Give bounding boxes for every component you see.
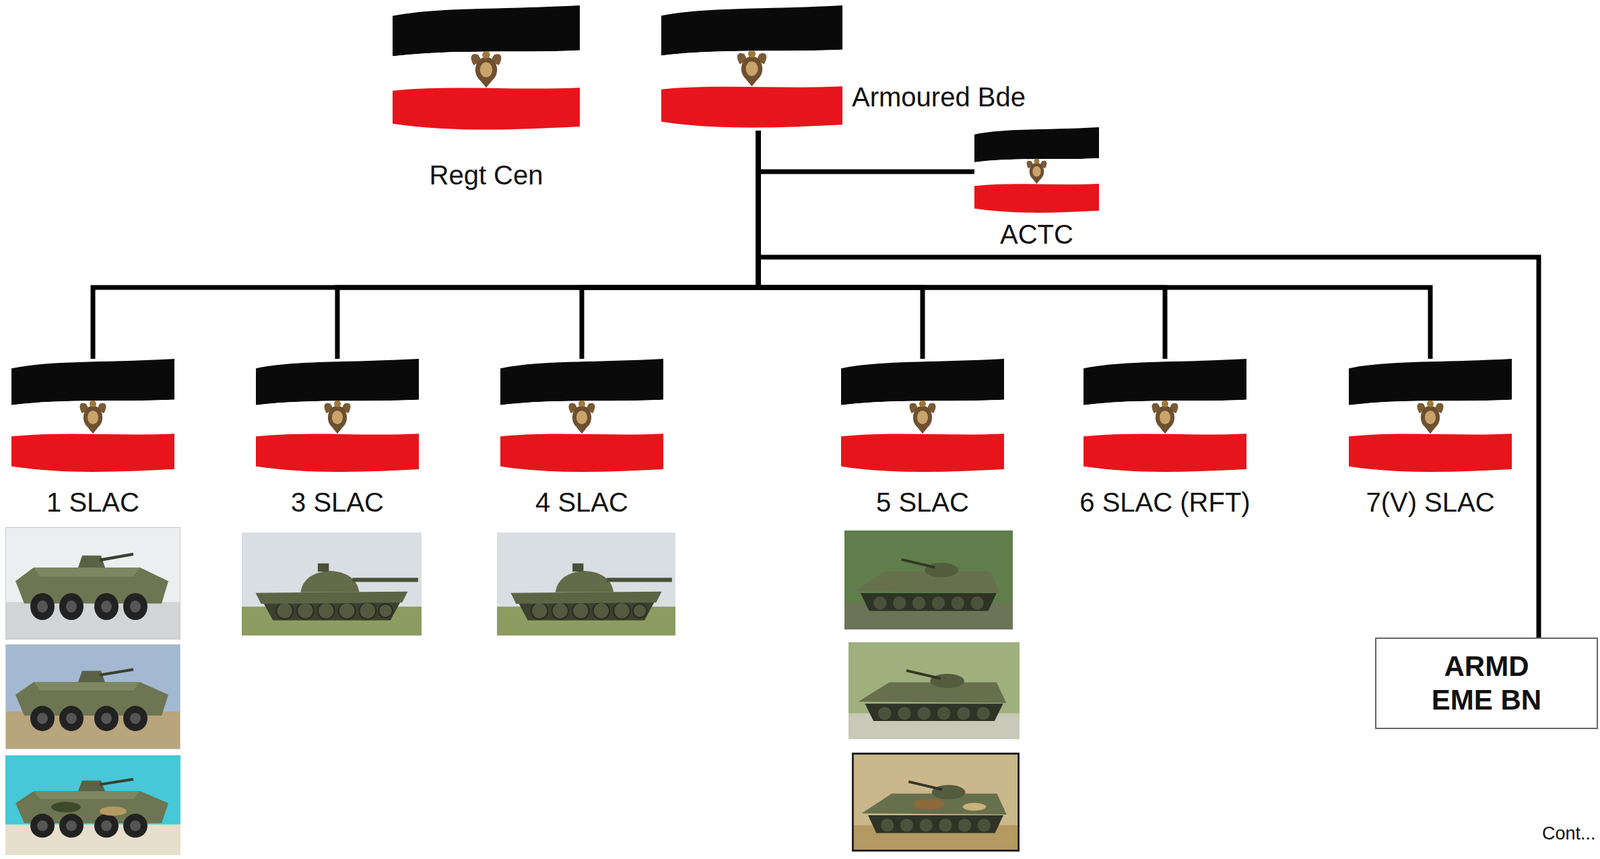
unit-node: 3 SLAC	[255, 358, 419, 518]
org-connector	[758, 130, 923, 359]
unit-node: 6 SLAC (RFT)	[1076, 358, 1254, 518]
flag-icon	[974, 127, 1099, 215]
unit-node: ACTC	[974, 127, 1099, 250]
unit-label: 1 SLAC	[46, 486, 140, 518]
unit-label: 4 SLAC	[535, 486, 629, 518]
vehicle-photo	[496, 532, 676, 636]
label-row: 5 SLAC	[841, 486, 1005, 518]
label-row: Regt Cen	[392, 159, 580, 191]
unit-label: 5 SLAC	[876, 486, 970, 518]
unit-node: 5 SLAC	[841, 358, 1005, 518]
unit-node: 7(V) SLAC	[1348, 358, 1512, 518]
unit-box: ARMD EME BN	[1375, 637, 1598, 730]
label-row: 4 SLAC	[500, 486, 664, 518]
label-row: ACTC	[974, 218, 1099, 250]
label-row: 3 SLAC	[255, 486, 419, 518]
flag-icon	[500, 358, 664, 475]
label-row: Armoured Bde	[851, 81, 1026, 113]
vehicle-photo	[241, 532, 422, 636]
vehicle-photo	[5, 527, 181, 640]
unit-label: ACTC	[1000, 218, 1074, 250]
continuation-note: Cont...	[1542, 822, 1596, 845]
flag-icon	[1083, 358, 1247, 475]
vehicle-photo	[844, 530, 1013, 630]
flag-icon	[1348, 358, 1512, 475]
org-connector	[581, 130, 759, 359]
vehicle-photo	[5, 755, 181, 856]
org-connector	[758, 130, 1539, 638]
org-connector	[758, 130, 1165, 359]
unit-label: 7(V) SLAC	[1365, 486, 1495, 518]
unit-label: Regt Cen	[429, 159, 544, 191]
unit-node: Armoured Bde	[661, 5, 1029, 131]
flag-icon	[841, 358, 1005, 475]
flag-icon	[11, 358, 175, 475]
unit-label: ARMD EME BN	[1412, 649, 1561, 718]
unit-label: 3 SLAC	[290, 486, 384, 518]
vehicle-photo	[5, 644, 181, 750]
unit-label: Armoured Bde	[851, 81, 1026, 113]
label-row: 6 SLAC (RFT)	[1076, 486, 1254, 518]
vehicle-photo	[848, 642, 1020, 740]
org-connector	[92, 130, 759, 359]
unit-node: 1 SLAC	[11, 358, 175, 518]
org-connector	[758, 130, 975, 172]
unit-node: Regt Cen	[392, 5, 580, 191]
unit-node: 4 SLAC	[500, 358, 664, 518]
vehicle-photo	[851, 752, 1020, 852]
flag-icon	[661, 5, 843, 131]
label-row: 1 SLAC	[11, 486, 175, 518]
flag-icon	[255, 358, 419, 475]
org-connector	[337, 130, 759, 359]
unit-label: 6 SLAC (RFT)	[1079, 486, 1250, 518]
label-row: 7(V) SLAC	[1348, 486, 1512, 518]
flag-icon	[392, 5, 580, 133]
